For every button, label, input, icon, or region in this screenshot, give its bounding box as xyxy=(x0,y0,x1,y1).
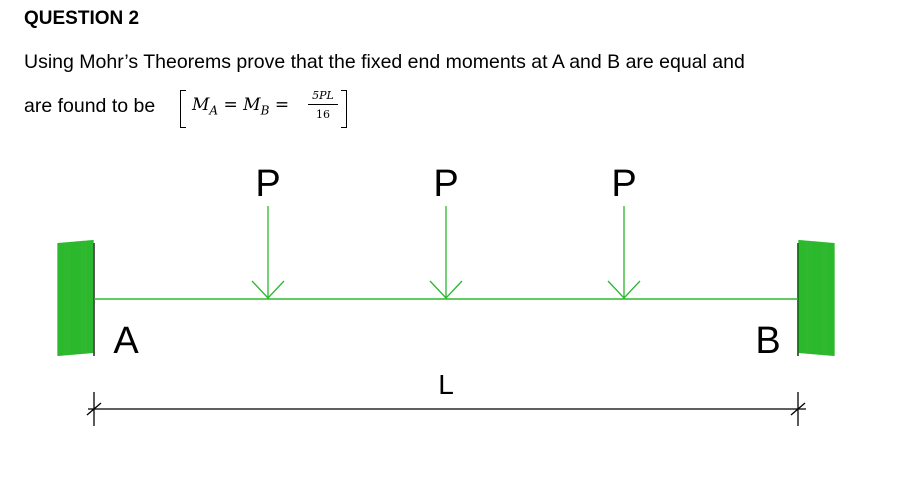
formula-ma: M xyxy=(192,95,210,115)
right-fixed-support xyxy=(797,240,835,356)
formula-expression: MA = MB = xyxy=(192,95,289,117)
load-label-3: P xyxy=(611,163,636,205)
question-text-line2: are found to be xyxy=(24,95,156,117)
formula-equals-2: = xyxy=(274,95,290,115)
span-label: L xyxy=(438,369,454,400)
formula-denominator: 16 xyxy=(316,108,330,121)
formula-left-bracket xyxy=(180,90,186,128)
formula-right-bracket xyxy=(341,90,347,128)
formula-mb: M xyxy=(243,95,261,115)
support-label-b: B xyxy=(755,320,780,362)
formula-fraction: 5PL 16 xyxy=(308,89,338,121)
load-label-2: P xyxy=(433,163,458,205)
support-label-a: A xyxy=(113,320,139,362)
span-dimension-line xyxy=(86,392,806,426)
formula-equals-1: = xyxy=(223,95,238,115)
point-load-1: P xyxy=(251,163,285,299)
question-text-line1: Using Mohr’s Theorems prove that the fix… xyxy=(24,51,745,73)
formula-ma-sub: A xyxy=(209,103,219,118)
formula-mb-sub: B xyxy=(260,103,270,118)
point-load-3: P xyxy=(607,163,641,299)
load-label-1: P xyxy=(255,163,280,205)
formula-numerator: 5PL xyxy=(308,89,338,105)
question-title: QUESTION 2 xyxy=(24,8,140,29)
point-load-2: P xyxy=(429,163,463,299)
left-fixed-support xyxy=(57,240,95,356)
